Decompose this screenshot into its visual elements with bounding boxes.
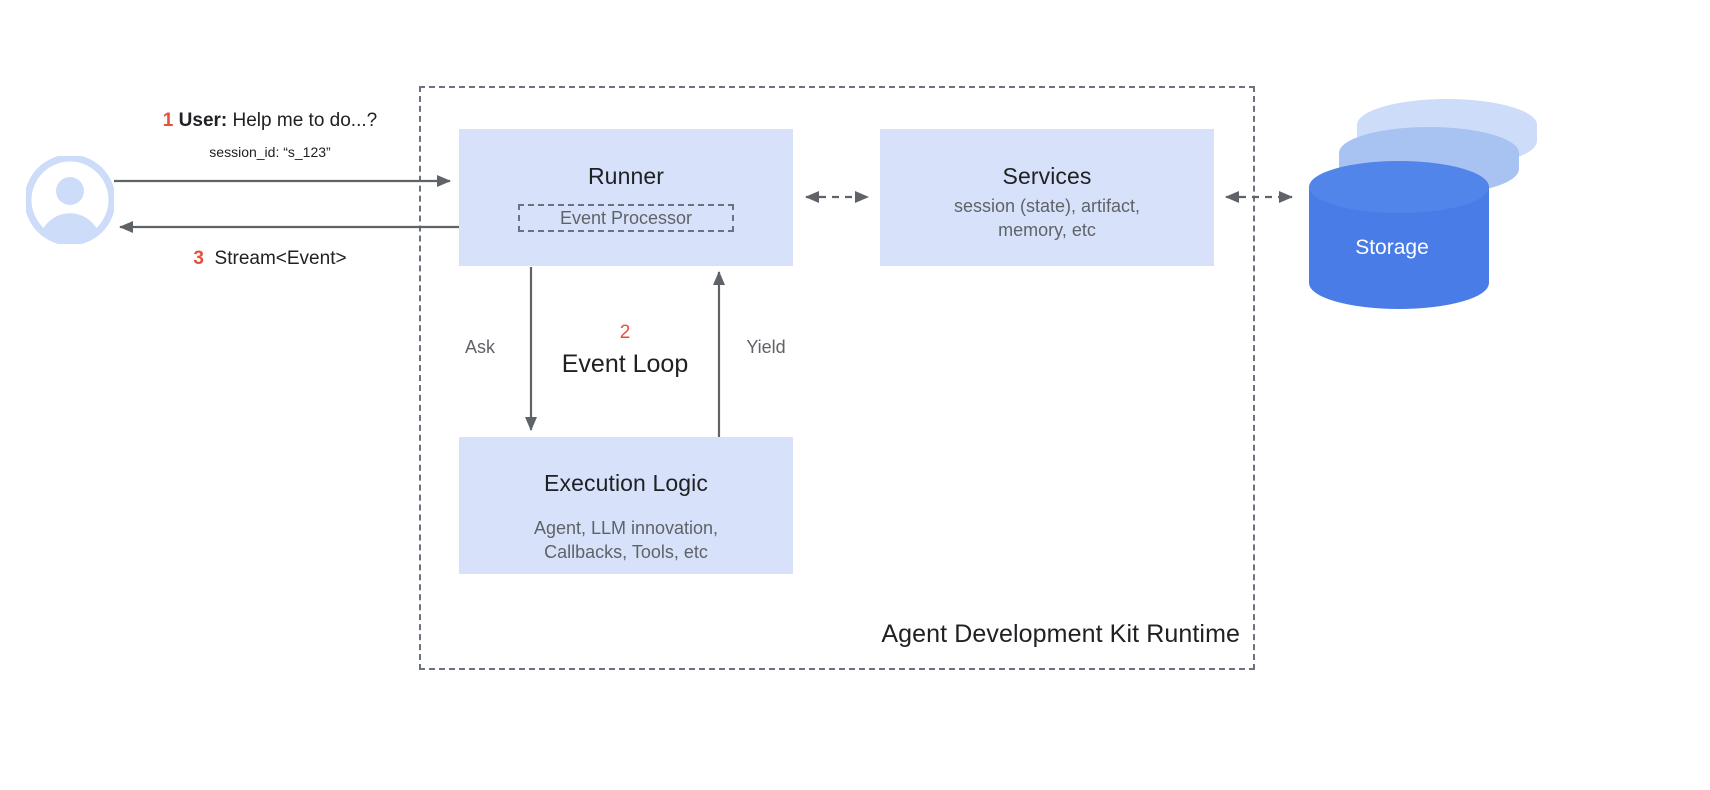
event-loop-label: Event Loop [561,350,689,378]
execution-logic-subtitle: Agent, LLM innovation, Callbacks, Tools,… [459,516,793,565]
ask-label: Ask [464,337,495,357]
services-title: Services [1002,163,1092,189]
yield-label: Yield [746,337,786,357]
step-2-number: 2 [619,322,631,343]
step-3-number: 3 [193,248,204,269]
stream-event-label: 3 Stream<Event> [120,248,420,270]
storage-cylinder-icon[interactable] [1297,95,1537,310]
user-message-text: Help me to do...? [227,110,378,131]
user-prefix-label: User: [178,110,228,131]
runner-box[interactable] [459,129,793,266]
runtime-title: Agent Development Kit Runtime [881,620,1240,648]
execution-subtitle-line-1: Agent, LLM innovation, [533,518,719,538]
services-box[interactable] [880,129,1214,266]
services-subtitle-line-2: memory, etc [998,220,1096,241]
services-subtitle: session (state), artifact, memory, etc [880,194,1214,243]
services-subtitle-line-1: session (state), artifact, [953,196,1141,216]
runtime-boundary [419,86,1255,670]
execution-subtitle-line-2: Callbacks, Tools, etc [544,542,708,563]
event-processor-label: Event Processor [559,207,693,228]
runner-title: Runner [587,163,665,189]
step-1-number: 1 [162,110,174,131]
session-id-label: session_id: “s_123” [209,144,331,160]
event-processor-chip[interactable]: Event Processor [518,204,734,232]
storage-layer-front [1309,161,1489,309]
execution-logic-title: Execution Logic [544,470,708,496]
user-request-label: 1 User: Help me to do...? [120,110,420,132]
stream-event-text: Stream<Event> [214,248,347,269]
execution-logic-box[interactable] [459,437,793,574]
user-avatar-icon [26,156,114,244]
